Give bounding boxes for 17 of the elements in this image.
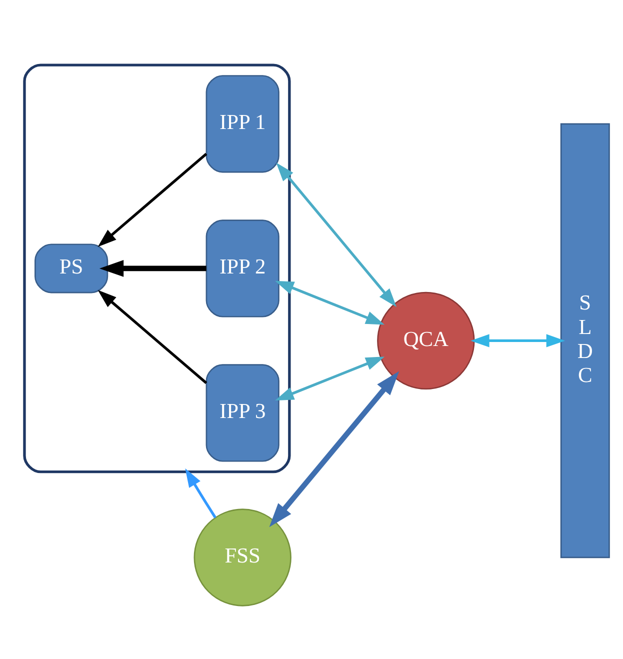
arrow — [276, 162, 397, 307]
arrow — [275, 280, 385, 324]
node-box: IPP 3 — [206, 364, 280, 462]
arrow — [98, 289, 208, 384]
arrow — [269, 370, 400, 527]
arrow — [470, 334, 566, 347]
arrow — [185, 468, 216, 518]
node-circle: QCA — [377, 291, 475, 390]
arrow — [275, 356, 385, 400]
node-box: IPP 2 — [206, 219, 280, 317]
cluster — [23, 63, 291, 473]
node-box: PS — [34, 243, 108, 293]
node-circle: FSS — [194, 508, 292, 606]
arrow — [98, 152, 208, 246]
node-box: IPP 1 — [206, 74, 280, 172]
arrow — [99, 260, 206, 276]
node-box: S L D C — [560, 122, 610, 558]
